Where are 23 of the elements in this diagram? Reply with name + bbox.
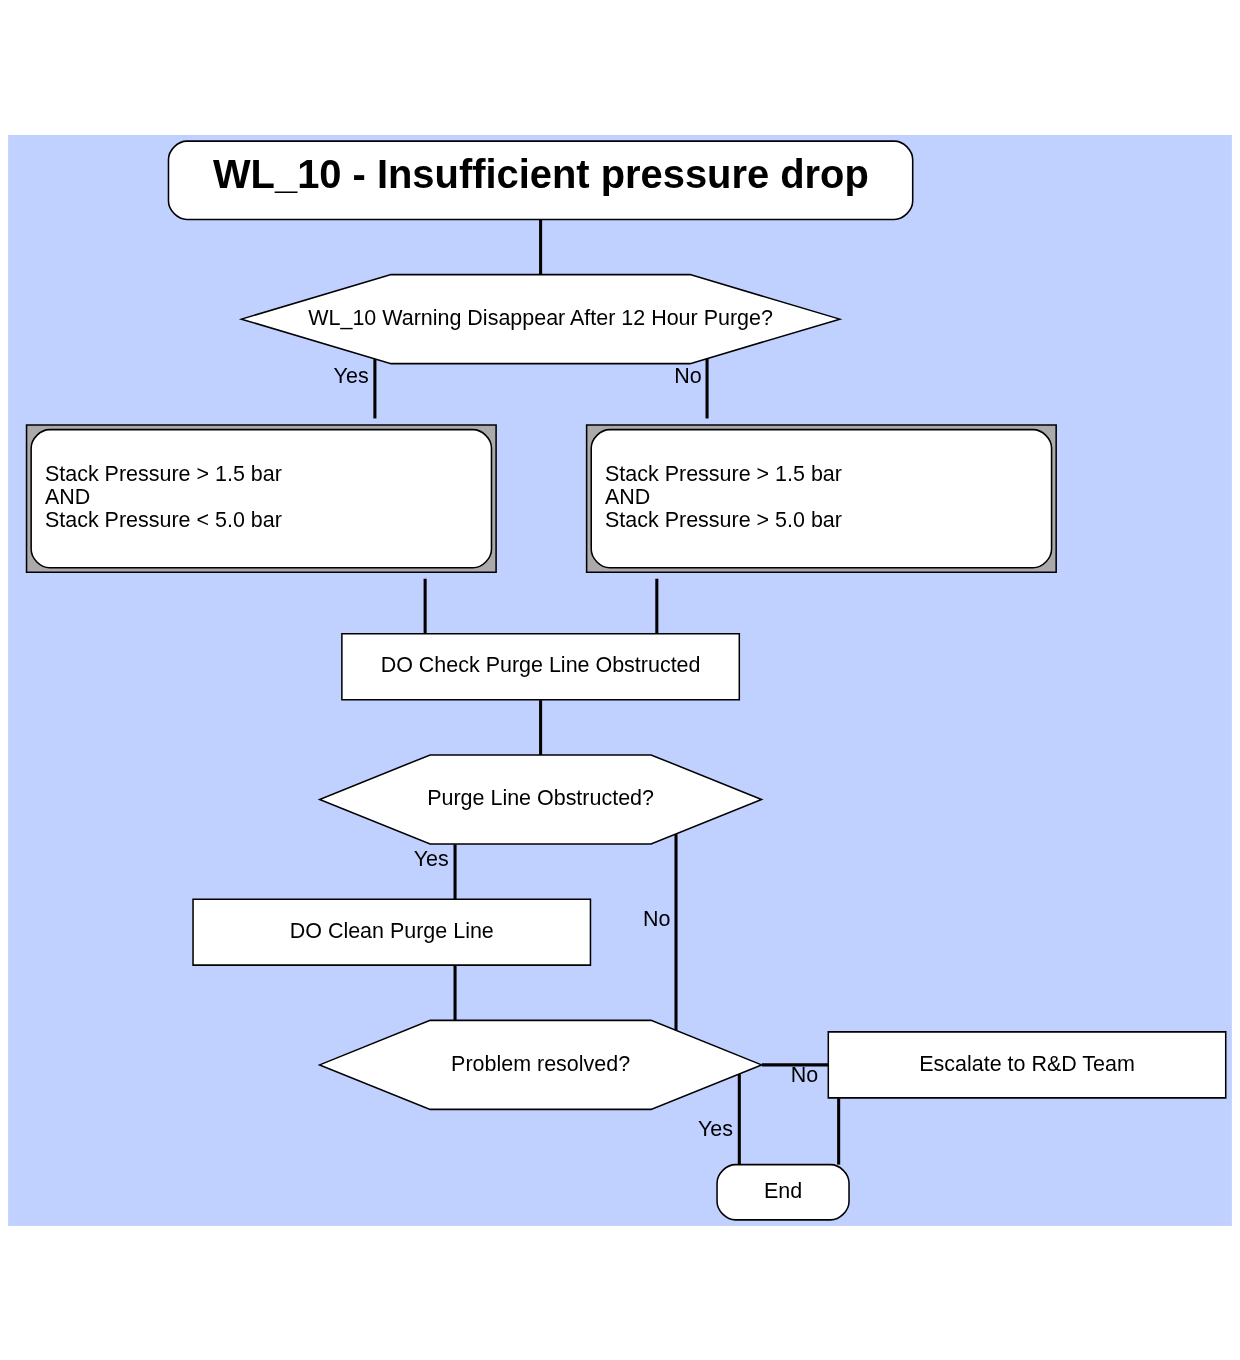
node-box: End [716,1163,850,1221]
connector [674,833,678,1030]
connector [539,219,543,274]
node-box: DO Check Purge Line Obstructed [341,632,741,700]
node-box: WL_10 - Insufficient pressure drop [167,139,914,220]
connector [655,578,659,633]
connector [453,843,457,899]
connector [737,1073,741,1164]
connector [453,965,457,1020]
edge-label: No [674,363,702,388]
connector [705,358,709,418]
connector [423,578,427,633]
connector [373,358,377,418]
connector [761,1062,828,1066]
connector [837,1097,841,1165]
edge-label: Yes [413,846,449,871]
edge-label: Yes [333,363,369,388]
edge-label: No [643,906,671,931]
edge-label: Yes [698,1116,734,1141]
node-box: Escalate to R&D Team [827,1030,1227,1099]
node-box: DO Clean Purge Line [192,897,592,966]
edge-label: No [790,1062,819,1087]
connector [539,699,543,755]
